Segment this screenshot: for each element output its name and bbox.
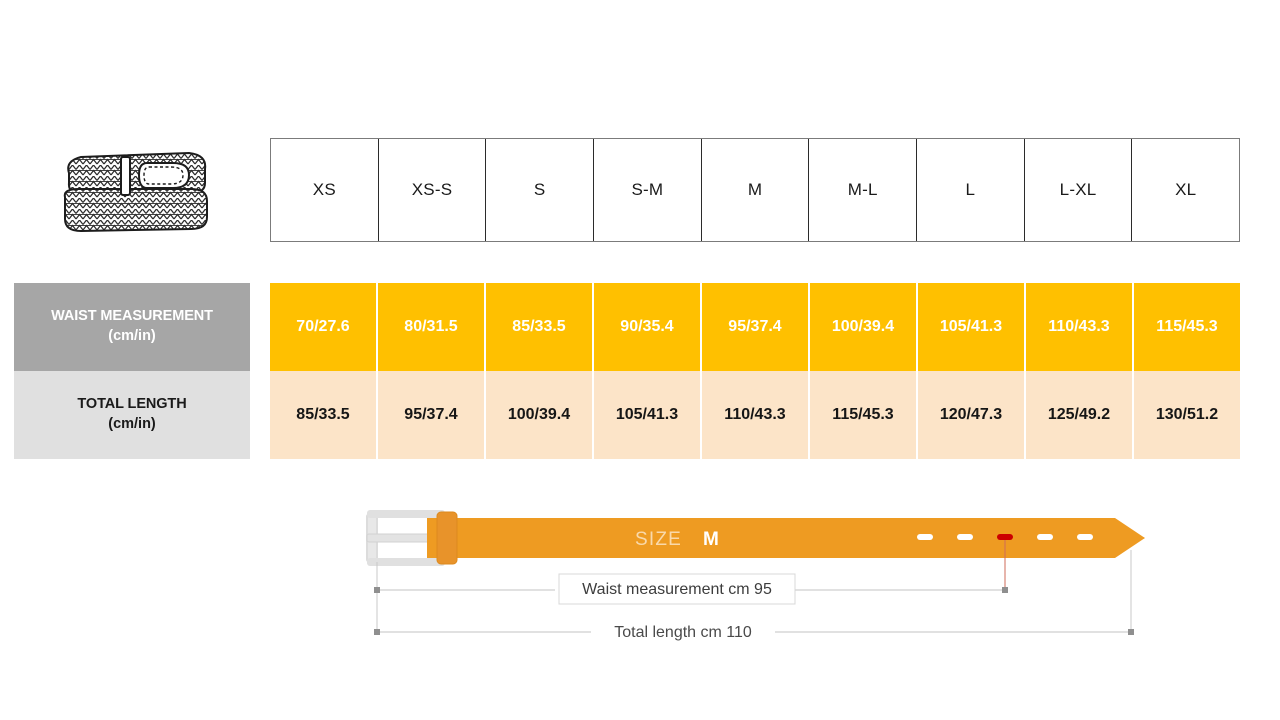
waist-dimension-line: [374, 587, 1008, 593]
waist-value-xl: 115/45.3: [1134, 283, 1240, 371]
waist-value-m: 95/37.4: [702, 283, 810, 371]
size-header-cell-xs-s: XS-S: [379, 139, 487, 241]
waist-value-xs: 70/27.6: [270, 283, 378, 371]
size-header-cell-m-l: M-L: [809, 139, 918, 241]
length-value-xl: 130/51.2: [1134, 371, 1240, 459]
waist-value-s: 85/33.5: [486, 283, 594, 371]
belt-hole-3-active: [997, 534, 1013, 540]
belt-size-value-label: M: [703, 529, 719, 550]
waist-dimension-label: Waist measurement cm 95: [582, 581, 772, 598]
total-length-row: TOTAL LENGTH (cm/in) 85/33.5 95/37.4 100…: [14, 371, 1240, 459]
braided-belt-icon: [63, 151, 208, 233]
length-value-s: 100/39.4: [486, 371, 594, 459]
waist-value-xs-s: 80/31.5: [378, 283, 486, 371]
length-value-l-xl: 125/49.2: [1026, 371, 1134, 459]
size-header-cell-xl: XL: [1175, 180, 1197, 199]
total-length-label: TOTAL LENGTH (cm/in): [14, 371, 250, 459]
waist-value-l-xl: 110/43.3: [1026, 283, 1134, 371]
braided-belt-illustration: [55, 143, 215, 243]
length-value-xs-s: 95/37.4: [378, 371, 486, 459]
waist-measurement-label-line1: WAIST MEASUREMENT: [51, 308, 213, 325]
waist-measurement-row: WAIST MEASUREMENT (cm/in) 70/27.6 80/31.…: [14, 283, 1240, 371]
size-header-cell-s-m: S-M: [594, 139, 702, 241]
size-header-cell-s: S: [486, 139, 595, 241]
waist-measurement-values: 70/27.6 80/31.5 85/33.5 90/35.4 95/37.4 …: [270, 283, 1240, 371]
waist-row-spacer: [250, 283, 270, 371]
belt-hole-5: [1077, 534, 1093, 540]
belt-keeper-loop: [436, 511, 458, 565]
total-length-label-line2: (cm/in): [108, 416, 156, 432]
total-length-label-line1: TOTAL LENGTH: [77, 396, 187, 413]
belt-hole-1: [917, 534, 933, 540]
belt-diagram: SIZE M Waist measurement cm 95 Total len…: [355, 500, 1155, 650]
belt-diagram-svg: SIZE M Waist measurement cm 95 Total len…: [366, 510, 1145, 641]
waist-value-m-l: 100/39.4: [810, 283, 918, 371]
size-header-cell-xs: XS: [271, 139, 379, 241]
waist-dimension-box: [558, 573, 796, 605]
belt-strap: [427, 518, 1145, 558]
waist-measurement-label: WAIST MEASUREMENT (cm/in): [14, 283, 250, 371]
belt-hole-2: [957, 534, 973, 540]
waist-measurement-label-line2: (cm/in): [108, 328, 156, 344]
length-value-l: 120/47.3: [918, 371, 1026, 459]
total-dimension-line: [374, 629, 1134, 635]
belt-hole-4: [1037, 534, 1053, 540]
size-header-cell-m: M: [702, 139, 810, 241]
length-value-xs: 85/33.5: [270, 371, 378, 459]
total-length-row-spacer: [250, 371, 270, 459]
size-header-cell-l: L: [917, 139, 1025, 241]
size-header-table: XS XS-S S S-M M M-L L L-XL XL: [270, 138, 1240, 242]
total-length-values: 85/33.5 95/37.4 100/39.4 105/41.3 110/43…: [270, 371, 1240, 459]
belt-size-prefix-label: SIZE: [635, 529, 682, 550]
length-value-s-m: 105/41.3: [594, 371, 702, 459]
total-dimension-label: Total length cm 110: [614, 624, 752, 641]
waist-value-s-m: 90/35.4: [594, 283, 702, 371]
length-value-m: 110/43.3: [702, 371, 810, 459]
waist-value-l: 105/41.3: [918, 283, 1026, 371]
length-value-m-l: 115/45.3: [810, 371, 918, 459]
size-header-cell-l-xl: L-XL: [1025, 139, 1133, 241]
